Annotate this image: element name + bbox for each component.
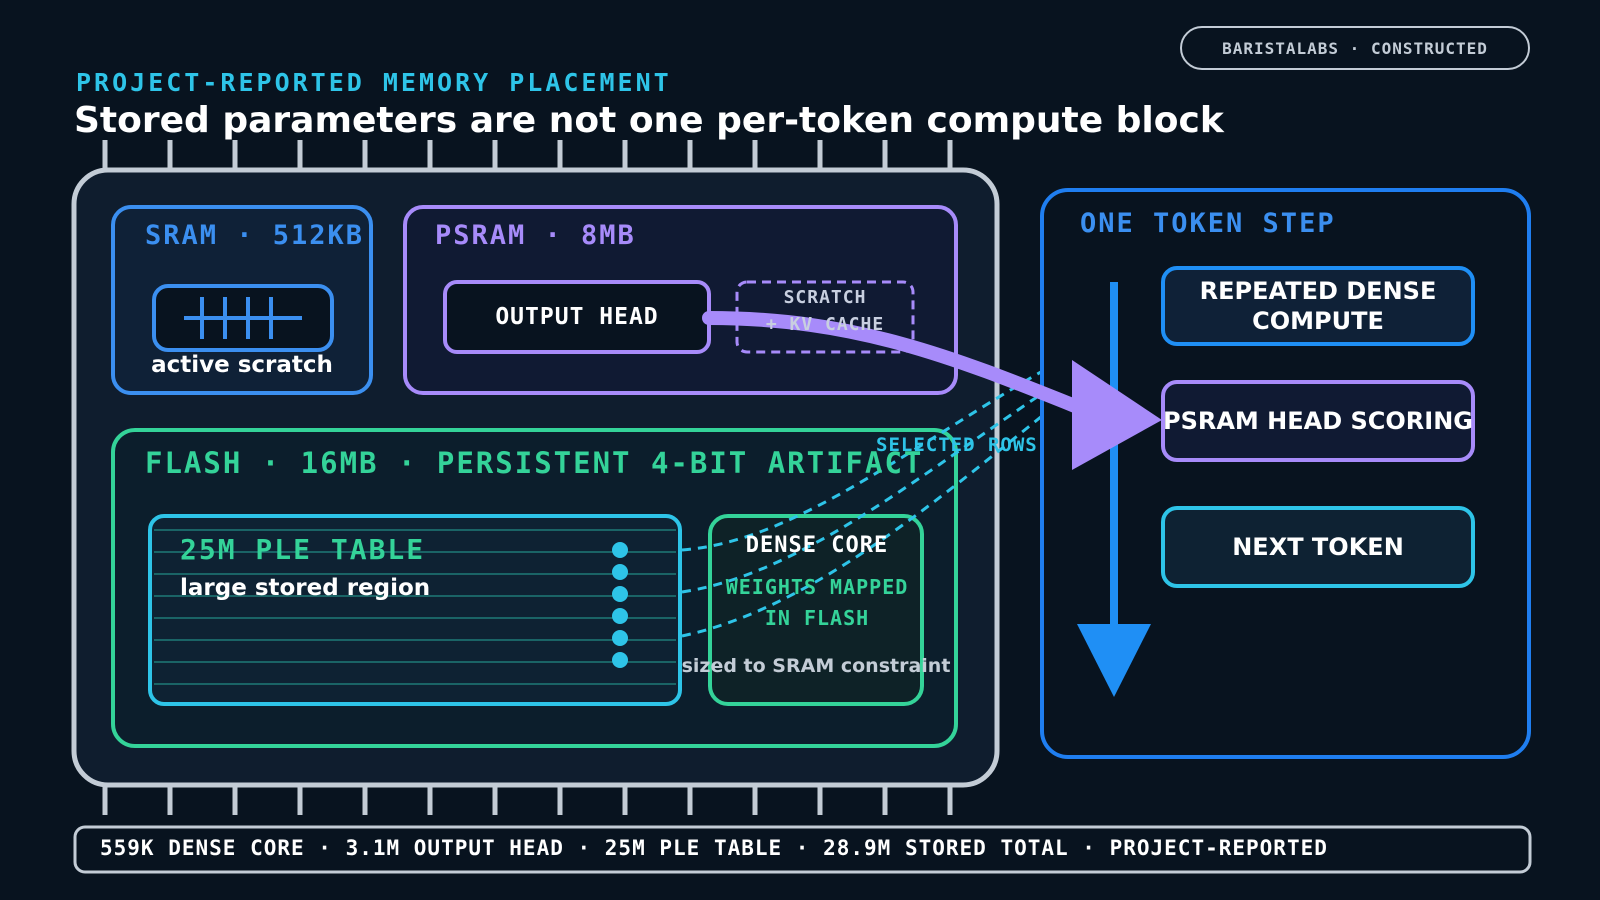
psram-scratch-box bbox=[735, 280, 915, 354]
ple-table-subtitle: large stored region bbox=[180, 575, 431, 601]
dense-core-note: sized to SRAM constraint bbox=[681, 655, 951, 677]
step-box-dense bbox=[1161, 266, 1475, 346]
ple-table-box bbox=[148, 514, 682, 706]
sram-caption: active scratch bbox=[151, 352, 333, 378]
token-step-label: ONE TOKEN STEP bbox=[1080, 208, 1336, 239]
footer-summary: 559K DENSE CORE · 3.1M OUTPUT HEAD · 25M… bbox=[100, 836, 1328, 860]
dense-core-box bbox=[708, 514, 924, 706]
output-head-flow-arrow bbox=[702, 311, 1092, 417]
psram-label: PSRAM · 8MB bbox=[435, 220, 636, 251]
ple-table-title: 25M PLE TABLE bbox=[180, 533, 426, 566]
selected-rows-label: SELECTED ROWS bbox=[876, 434, 1038, 456]
footer-bar bbox=[73, 825, 1532, 874]
psram-scratch-label: SCRATCH + KV CACHE bbox=[737, 284, 913, 352]
output-head-arrowhead bbox=[1072, 360, 1162, 470]
flash-label: FLASH · 16MB · PERSISTENT 4-BIT ARTIFACT bbox=[145, 446, 924, 480]
brand-badge: BARISTALABS · CONSTRUCTED bbox=[1180, 26, 1530, 70]
dense-core-subtitle-line1: WEIGHTS MAPPED bbox=[725, 575, 909, 599]
page-title: Stored parameters are not one per-token … bbox=[74, 100, 1224, 141]
psram-scratch-line1: SCRATCH bbox=[783, 287, 867, 308]
ple-table-rows bbox=[154, 529, 676, 685]
step-next-token: NEXT TOKEN bbox=[1232, 533, 1404, 561]
dense-core-subtitle-line2: IN FLASH bbox=[764, 606, 870, 630]
selected-row-dots bbox=[612, 542, 628, 668]
step-repeated-dense-compute: REPEATED DENSE COMPUTE bbox=[1199, 277, 1437, 335]
step-psram-head-scoring: PSRAM HEAD SCORING bbox=[1163, 407, 1473, 435]
psram-scratch-line2: + KV CACHE bbox=[765, 314, 885, 335]
step-box-next bbox=[1161, 506, 1475, 588]
dense-core-subtitle: WEIGHTS MAPPED IN FLASH bbox=[707, 572, 927, 634]
output-head-label: OUTPUT HEAD bbox=[495, 304, 659, 330]
chip-pins-bottom bbox=[102, 785, 953, 815]
sram-buffer-icon bbox=[184, 297, 302, 339]
step-box-psram bbox=[1161, 380, 1475, 462]
dense-core-title: DENSE CORE bbox=[745, 533, 889, 558]
sram-label: SRAM · 512KB bbox=[145, 220, 365, 251]
eyebrow-label: PROJECT-REPORTED MEMORY PLACEMENT bbox=[76, 68, 672, 97]
token-flow-arrowhead bbox=[1077, 624, 1151, 697]
chip-pins-top bbox=[102, 140, 953, 170]
